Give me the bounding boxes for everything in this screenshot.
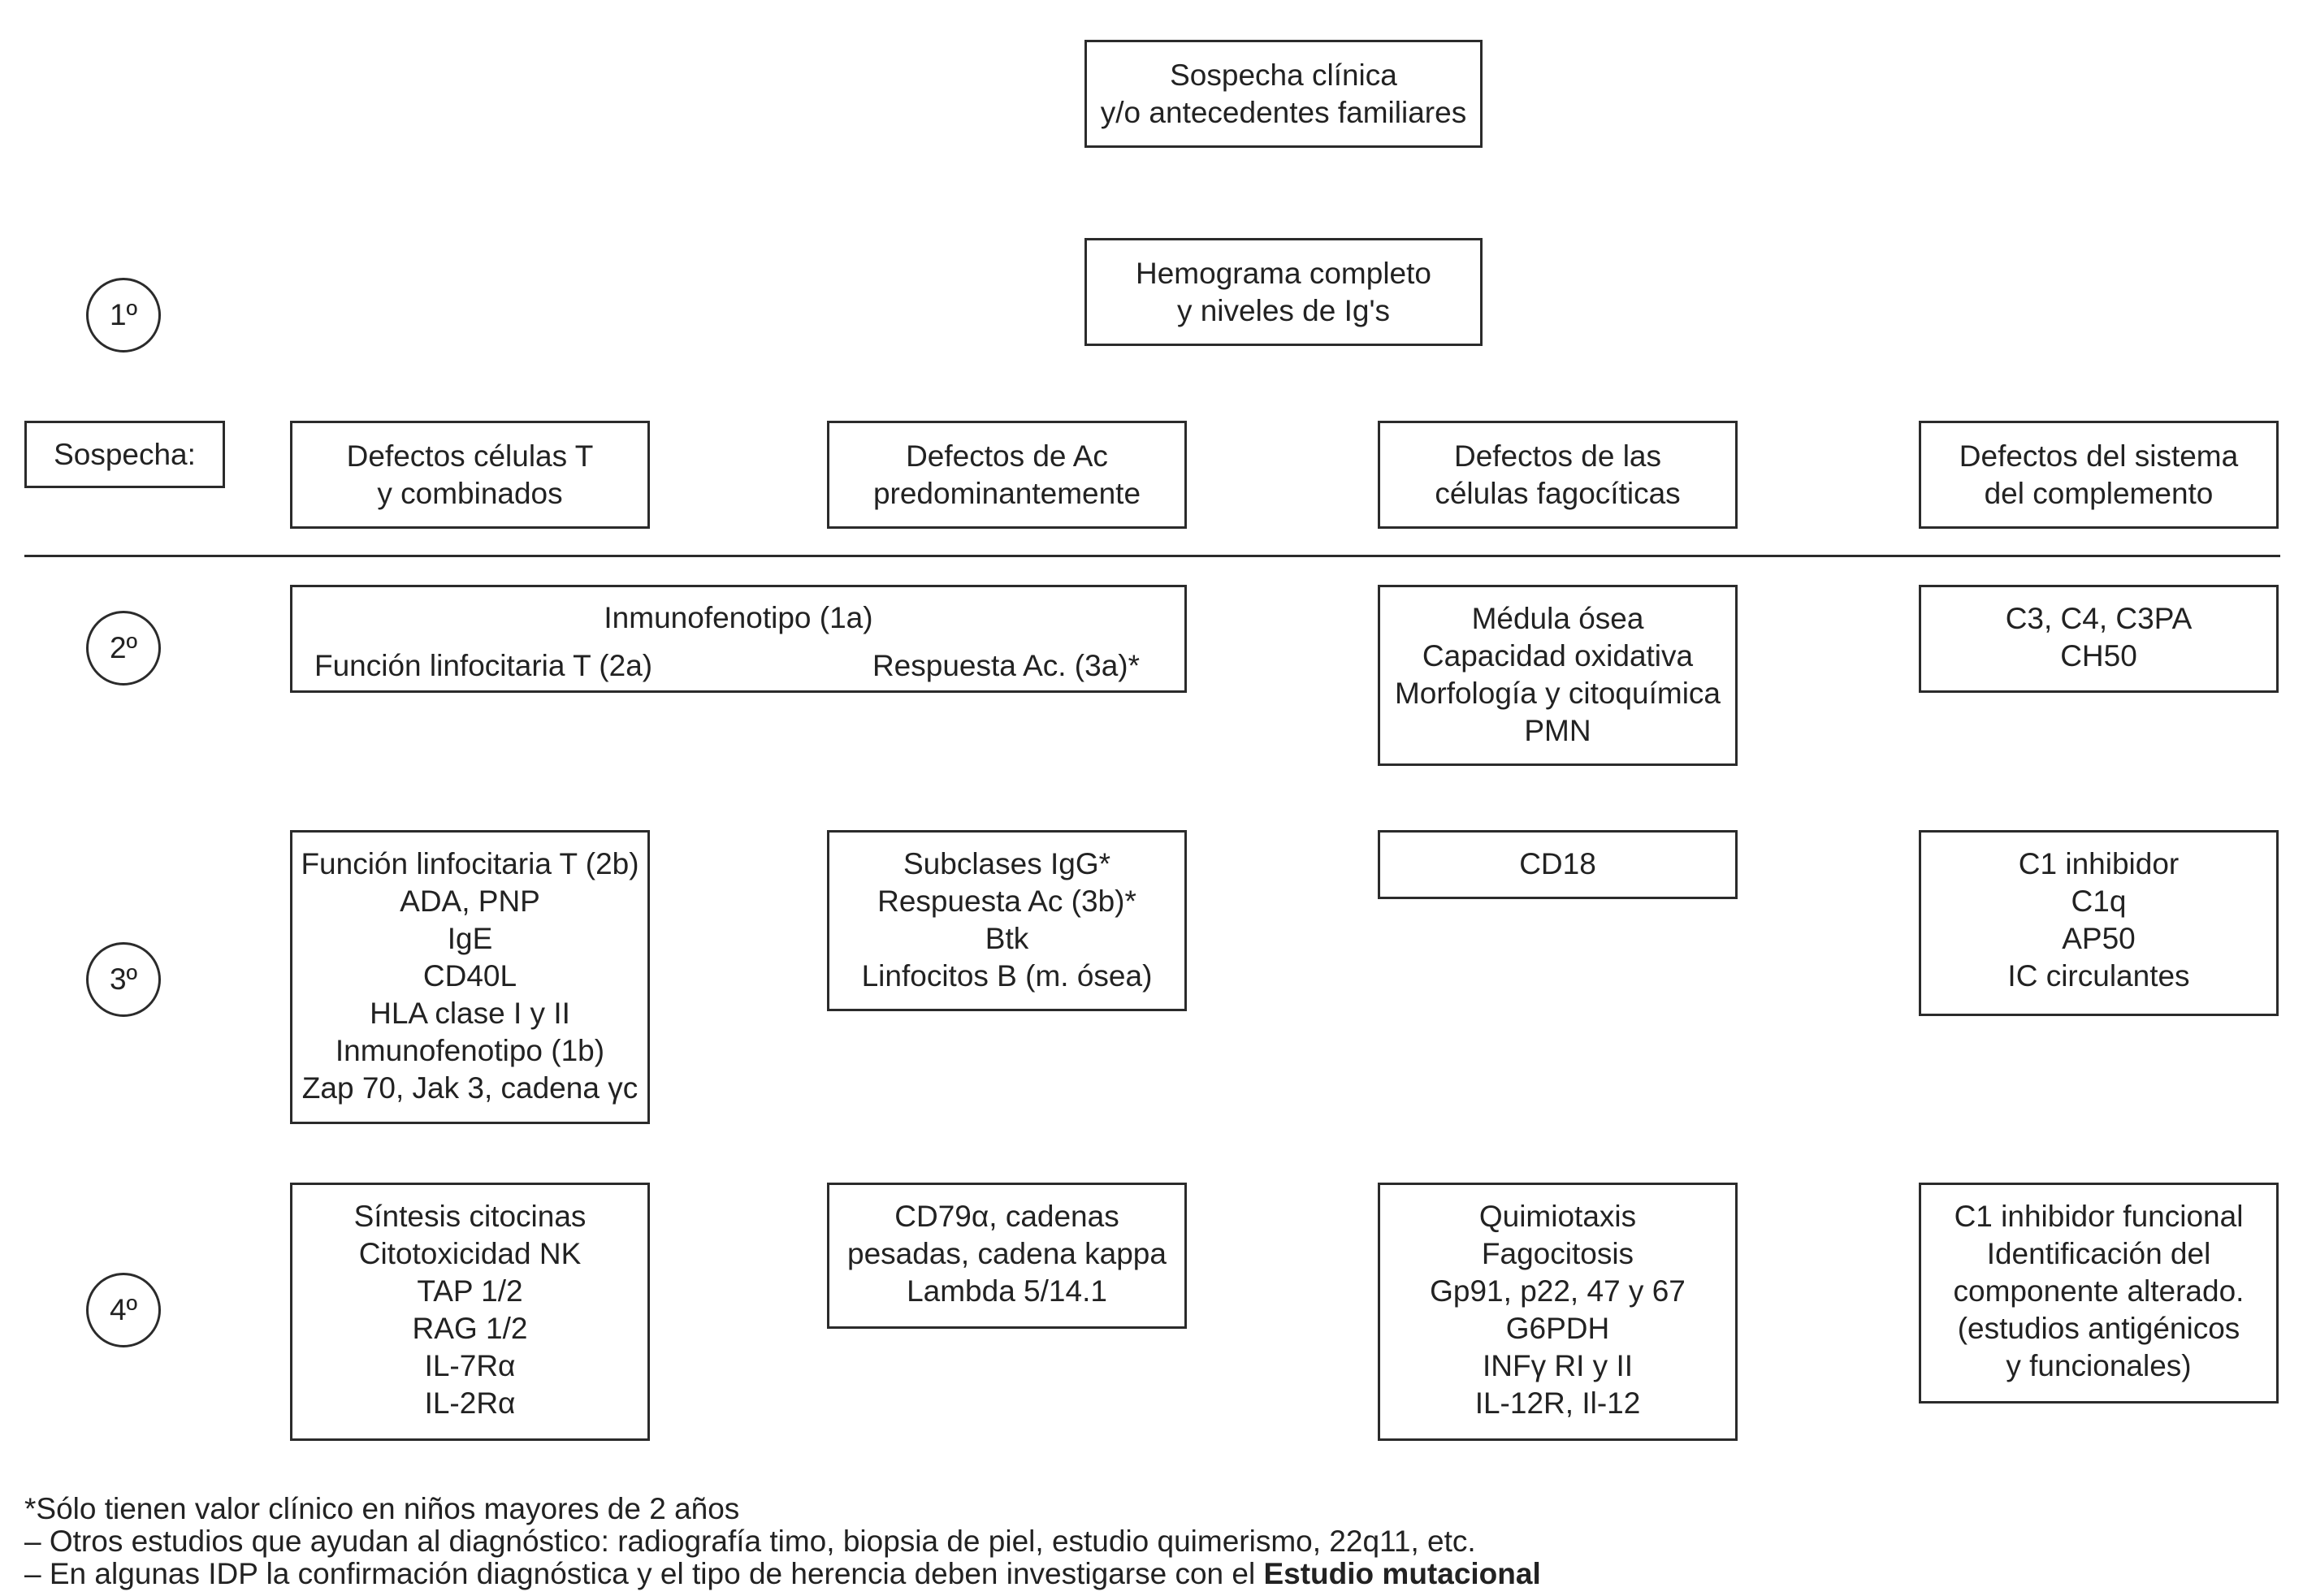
- footnote-3-bold: Estudio mutacional: [1263, 1557, 1541, 1590]
- box-text-line: ADA, PNP: [400, 885, 540, 918]
- box-text-line: RAG 1/2: [412, 1312, 528, 1345]
- box-text-line: CH50: [2060, 639, 2137, 673]
- immuno-title: Inmunofenotipo (1a): [604, 601, 873, 634]
- box-text-line: y combinados: [377, 476, 563, 510]
- box-text-line: Citotoxicidad NK: [358, 1237, 582, 1270]
- footnote-1: *Sólo tienen valor clínico en niños mayo…: [24, 1492, 740, 1525]
- box-text-line: Médula ósea: [1471, 602, 1644, 635]
- box-text-line: AP50: [2062, 922, 2136, 955]
- box-text-line: C1 inhibidor funcional: [1954, 1200, 2244, 1233]
- box-text-line: C3, C4, C3PA: [2005, 602, 2193, 635]
- box-text-line: C1 inhibidor: [2018, 847, 2180, 880]
- box-text-line: IL-12R, Il-12: [1474, 1386, 1641, 1420]
- box-text-line: Gp91, p22, 47 y 67: [1430, 1274, 1686, 1308]
- box-text-line: Hemograma completo: [1136, 256, 1431, 290]
- section-divider: [24, 555, 2280, 557]
- box-text-line: Fagocitosis: [1481, 1237, 1634, 1270]
- box-text-line: Inmunofenotipo (1b): [335, 1034, 605, 1067]
- box-text-line: y funcionales): [2006, 1349, 2192, 1382]
- box-text-line: Linfocitos B (m. ósea): [861, 959, 1153, 993]
- immuno-left: Función linfocitaria T (2a): [314, 649, 653, 682]
- box-text-line: y niveles de Ig's: [1176, 293, 1391, 327]
- box-text-line: Btk: [985, 922, 1029, 955]
- box-text-line: del complemento: [1984, 476, 2214, 510]
- box-text-line: Capacidad oxidativa: [1422, 639, 1694, 673]
- step3-phagocytic-box: CD18: [1378, 830, 1738, 899]
- box-text-line: IC circulantes: [2007, 959, 2190, 993]
- box-text-line: Defectos de las: [1453, 439, 1662, 473]
- box-text-line: componente alterado.: [1953, 1274, 2245, 1308]
- box-text-line: IgE: [447, 922, 493, 955]
- box-text-line: TAP 1/2: [417, 1274, 523, 1308]
- box-text-line: Defectos del sistema: [1959, 439, 2239, 473]
- step-3-circle: 3º: [86, 942, 161, 1017]
- box-text-line: Identificación del: [1986, 1237, 2211, 1270]
- step-2-circle: 2º: [86, 611, 161, 686]
- box-text-line: PMN: [1524, 714, 1591, 747]
- box-text-line: Respuesta Ac (3b)*: [877, 885, 1136, 918]
- box-text-line: predominantemente: [872, 476, 1141, 510]
- box-text-line: CD79α, cadenas: [894, 1200, 1119, 1233]
- box-text-line: Quimiotaxis: [1478, 1200, 1637, 1233]
- box-text-line: Zap 70, Jak 3, cadena γc: [301, 1071, 639, 1105]
- box-text-line: G6PDH: [1505, 1312, 1610, 1345]
- box-text-line: pesadas, cadena kappa: [847, 1237, 1167, 1270]
- footnotes: *Sólo tienen valor clínico en niños mayo…: [24, 1493, 1541, 1590]
- step-4-circle: 4º: [86, 1273, 161, 1347]
- box-text-line: INFγ RI y II: [1483, 1349, 1633, 1382]
- box-text-line: Defectos células T: [346, 439, 594, 473]
- immunophenotype-box: Inmunofenotipo (1a) Función linfocitaria…: [290, 585, 1187, 693]
- box-text-line: HLA clase I y II: [370, 997, 570, 1030]
- box-text-line: IL-2Rα: [424, 1386, 516, 1420]
- step3-t-cells-box: Función linfocitaria T (2b) ADA, PNP IgE CD…: [290, 830, 650, 1124]
- box-text-line: C1q: [2071, 885, 2127, 918]
- immuno-right: Respuesta Ac. (3a)*: [872, 649, 1140, 682]
- box-text-line: IL-7Rα: [424, 1349, 516, 1382]
- footnote-3: – En algunas IDP la confirmación diagnós…: [24, 1558, 1541, 1590]
- suspicion-label-box: Sospecha:: [24, 421, 225, 488]
- box-text-line: Defectos de Ac: [906, 439, 1108, 473]
- footnote-2: – Otros estudios que ayudan al diagnósti…: [24, 1525, 1476, 1558]
- box-text-line: Lambda 5/14.1: [907, 1274, 1107, 1308]
- box-text-line: Función linfocitaria T (2b): [301, 847, 639, 880]
- step2-complement-box: C3, C4, C3PA CH50: [1919, 585, 2279, 693]
- box-text-line: CD18: [1519, 847, 1596, 880]
- suspicion-label: Sospecha:: [54, 437, 196, 471]
- box-text-line: Morfología y citoquímica: [1394, 677, 1721, 710]
- box-text-line: (estudios antigénicos: [1957, 1312, 2240, 1345]
- footnote-3-text: – En algunas IDP la confirmación diagnós…: [24, 1557, 1264, 1590]
- box-text-line: Sospecha clínica: [1170, 58, 1397, 92]
- box-text-line: Síntesis citocinas: [353, 1200, 587, 1233]
- box-text-line: células fagocíticas: [1435, 476, 1681, 510]
- box-text-line: CD40L: [422, 959, 517, 993]
- box-text-line: y/o antecedentes familiares: [1100, 95, 1467, 129]
- box-text-line: Subclases IgG*: [903, 847, 1111, 880]
- step-1-circle: 1º: [86, 278, 161, 353]
